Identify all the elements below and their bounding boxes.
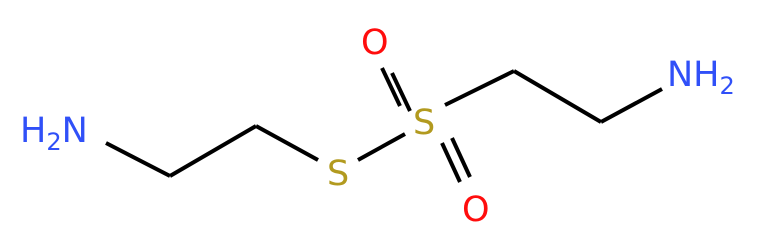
sulfur-sulfonyl-label: S (413, 103, 435, 143)
bonds (105, 67, 663, 183)
bond-s-o-top-a (390, 72, 412, 112)
bond-c4-n (600, 87, 663, 124)
bond-c3-c4 (512, 69, 603, 124)
bond-c2-s (255, 124, 319, 162)
bond-c1-c2 (168, 124, 258, 178)
bond-s-o-bottom-a (440, 142, 462, 183)
bond-s-s (357, 132, 406, 162)
bond-s-c3 (444, 69, 515, 107)
oxygen-top-label: O (361, 23, 389, 63)
oxygen-bottom-label: O (462, 190, 490, 230)
bond-n-c1 (105, 141, 171, 178)
amine-right-label: NH2 (667, 55, 735, 100)
bond-s-o-top-b (380, 67, 402, 107)
bond-s-o-bottom-b (450, 137, 472, 178)
sulfur-thio-label: S (327, 154, 349, 194)
amine-left-label: H2N (20, 111, 88, 156)
